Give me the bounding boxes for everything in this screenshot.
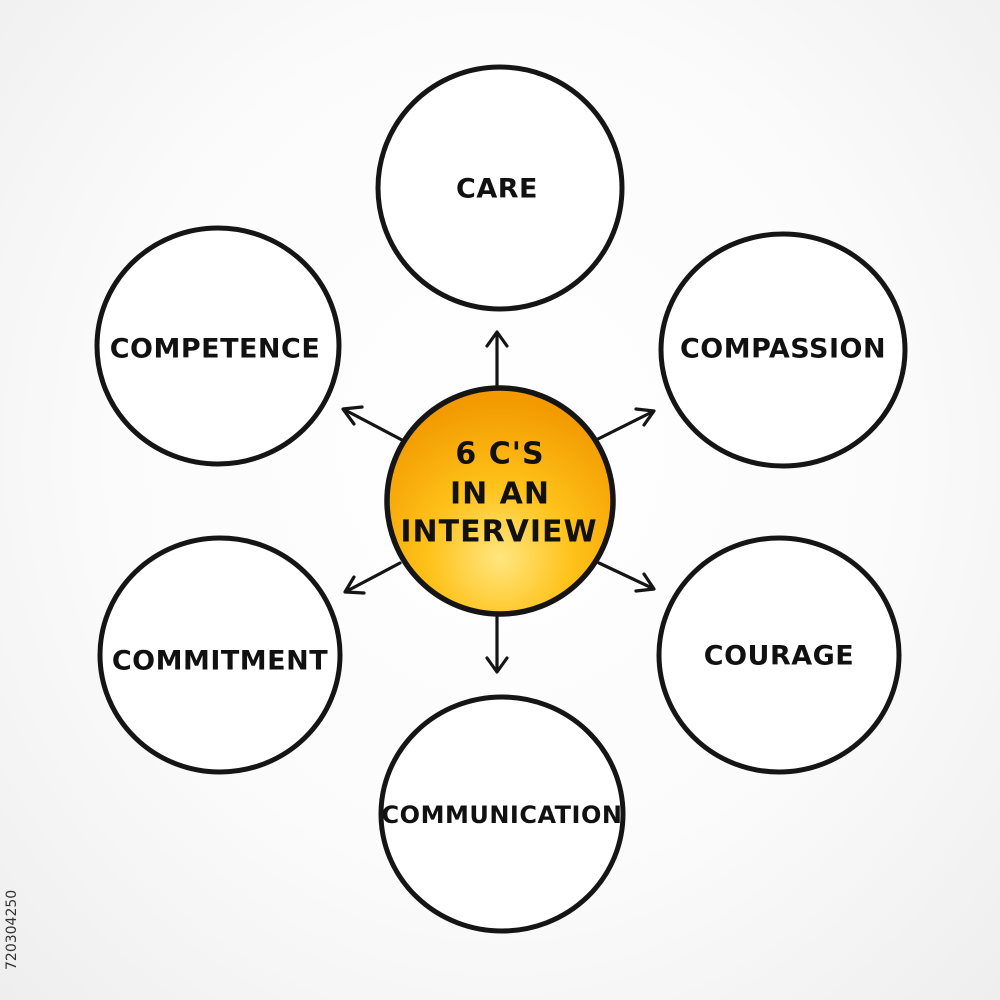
node-communication: COMMUNICATION (378, 694, 626, 934)
node-commitment: COMMITMENT (97, 535, 343, 775)
arrow-to-care (485, 330, 509, 397)
arrow-to-courage (597, 561, 656, 593)
arrow-to-communication (485, 610, 509, 674)
node-care-label: CARE (456, 174, 538, 205)
center-node: 6 C'S IN AN INTERVIEW (384, 385, 616, 617)
node-compassion-label: COMPASSION (680, 334, 886, 365)
arrow-to-competence (341, 405, 404, 442)
node-care: CARE (375, 64, 625, 312)
node-competence-label: COMPETENCE (110, 334, 321, 365)
node-commitment-label: COMMITMENT (112, 646, 328, 677)
stock-image-id: 720304250 (4, 889, 20, 970)
node-communication-label: COMMUNICATION (382, 801, 623, 829)
node-competence: COMPETENCE (94, 225, 342, 467)
arrow-to-commitment (343, 561, 402, 595)
arrow-to-compassion (594, 407, 656, 442)
node-courage: COURAGE (656, 535, 902, 775)
node-courage-label: COURAGE (704, 641, 854, 672)
center-title-line-1: 6 C'S (455, 437, 544, 472)
center-title-line-3: INTERVIEW (400, 515, 597, 550)
node-compassion: COMPASSION (658, 231, 908, 469)
center-title-line-2: IN AN (450, 477, 550, 512)
